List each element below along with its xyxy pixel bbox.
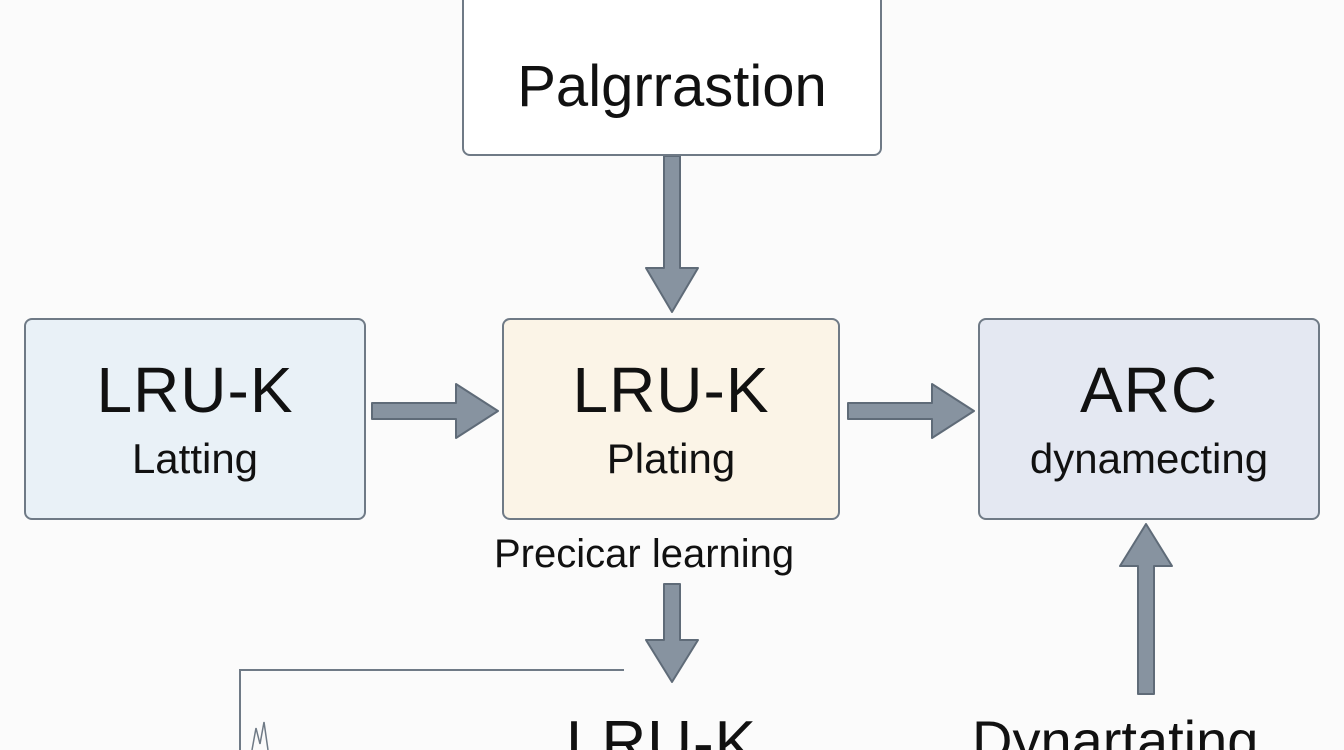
node-top: Palgrrastion (462, 0, 882, 156)
arrow-top-to-mid (645, 155, 699, 313)
node-lru-left: LRU-K Latting (24, 318, 366, 520)
arrow-mid-to-arc (847, 383, 975, 439)
node-top-title: Palgrrastion (517, 54, 827, 119)
node-lru-left-title: LRU-K (96, 354, 294, 426)
node-arc: ARC dynamecting (978, 318, 1320, 520)
node-arc-title: ARC (1079, 354, 1219, 426)
bottom-left-outline (239, 669, 624, 750)
node-lru-left-subtitle: Latting (131, 435, 259, 482)
node-lru-mid-title: LRU-K (572, 354, 770, 426)
node-lru-mid-subtitle: Plating (606, 435, 736, 482)
arrow-bottom-to-arc (1119, 523, 1173, 695)
arrow-left-to-mid (371, 383, 499, 439)
node-lru-mid: LRU-K Plating (502, 318, 840, 520)
node-lru-mid-caption: Precicar learning (494, 532, 795, 576)
arrow-mid-to-bottom (645, 583, 699, 683)
node-arc-subtitle: dynamecting (1029, 435, 1269, 482)
node-bottom-mid-title: LRU-K (566, 709, 758, 750)
bottom-left-scribble (251, 721, 269, 750)
node-bottom-right-title: Dynartating (972, 709, 1259, 750)
